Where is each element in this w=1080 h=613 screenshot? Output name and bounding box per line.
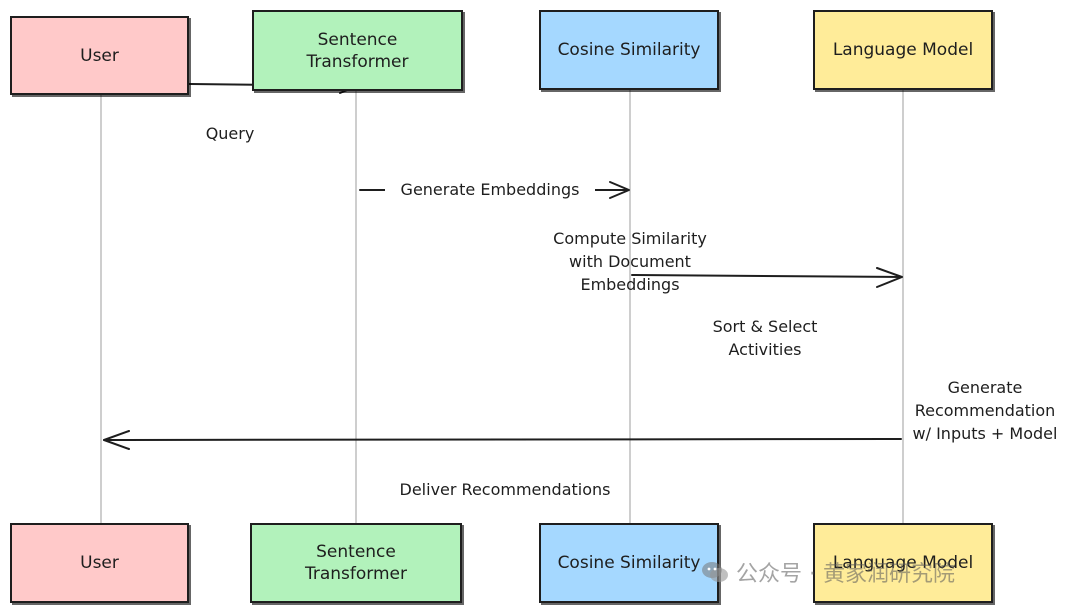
- participant-language-model-bottom: Language Model: [813, 523, 993, 603]
- participant-user-bottom: User: [10, 523, 189, 603]
- participant-cosine-similarity-label: Cosine Similarity: [557, 40, 701, 60]
- arrowhead-generate-embeddings: [609, 181, 630, 199]
- message-generate-embeddings: Generate Embeddings: [385, 178, 595, 201]
- message-query: Query: [205, 124, 255, 143]
- arrow-compute-similarity: [631, 274, 902, 278]
- participant-sentence-transformer-label: Sentence Transformer: [306, 29, 409, 72]
- participant-language-model-top: Language Model: [813, 10, 993, 90]
- participant-cosine-similarity-top: Cosine Similarity: [539, 10, 719, 90]
- participant-user-label: User: [80, 553, 119, 573]
- arrow-deliver: [103, 438, 902, 441]
- participant-cosine-similarity-bottom: Cosine Similarity: [539, 523, 719, 603]
- message-deliver: Deliver Recommendations: [399, 480, 611, 499]
- arrowhead-deliver: [103, 430, 130, 450]
- participant-language-model-label: Language Model: [832, 40, 974, 60]
- participant-language-model-label: Language Model: [832, 553, 974, 573]
- participant-user-label: User: [80, 45, 119, 66]
- message-sort-select: Sort & Select Activities: [712, 317, 818, 359]
- participant-sentence-transformer-top: Sentence Transformer: [252, 10, 463, 91]
- participant-sentence-transformer-bottom: Sentence Transformer: [250, 523, 462, 603]
- watermark-text: 公众号 · 黄家润研究院: [736, 562, 955, 587]
- arrowhead-compute-similarity: [876, 267, 903, 288]
- watermark: 公众号 · 黄家润研究院: [700, 556, 955, 588]
- message-generate-recommendation: Generate Recommendation w/ Inputs + Mode…: [912, 378, 1058, 443]
- participant-sentence-transformer-label: Sentence Transformer: [304, 542, 407, 584]
- participant-user-top: User: [10, 16, 189, 95]
- message-compute-similarity: Compute Similarity with Document Embeddi…: [553, 229, 707, 294]
- wechat-icon: [702, 562, 728, 582]
- participant-cosine-similarity-label: Cosine Similarity: [557, 553, 701, 573]
